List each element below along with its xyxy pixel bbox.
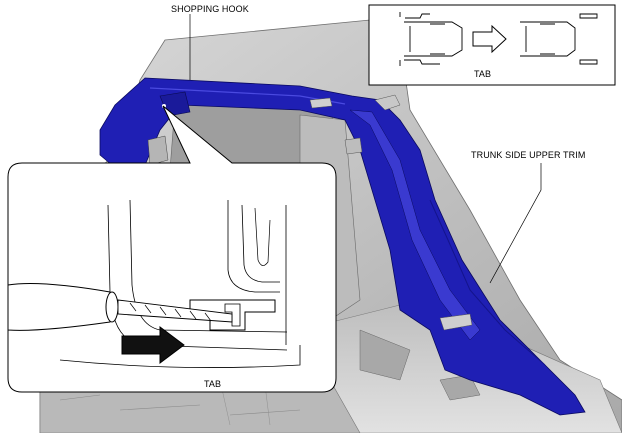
leader-lines — [189, 14, 542, 284]
tab-state-after — [520, 13, 598, 65]
tab-detail-label: TAB — [204, 379, 222, 389]
state-arrow-icon — [472, 24, 507, 54]
push-arrow-icon — [121, 326, 185, 364]
tab-state-before — [399, 12, 463, 66]
shopping-hook-label: SHOPPING HOOK — [171, 4, 249, 14]
tab-inset-label: TAB — [474, 69, 492, 79]
flat-screwdriver-icon — [7, 283, 233, 331]
trunk-side-upper-trim — [99, 77, 586, 416]
tab-inset-panel — [368, 4, 616, 86]
trunk-side-upper-trim-label: TRUNK SIDE UPPER TRIM — [471, 150, 586, 160]
